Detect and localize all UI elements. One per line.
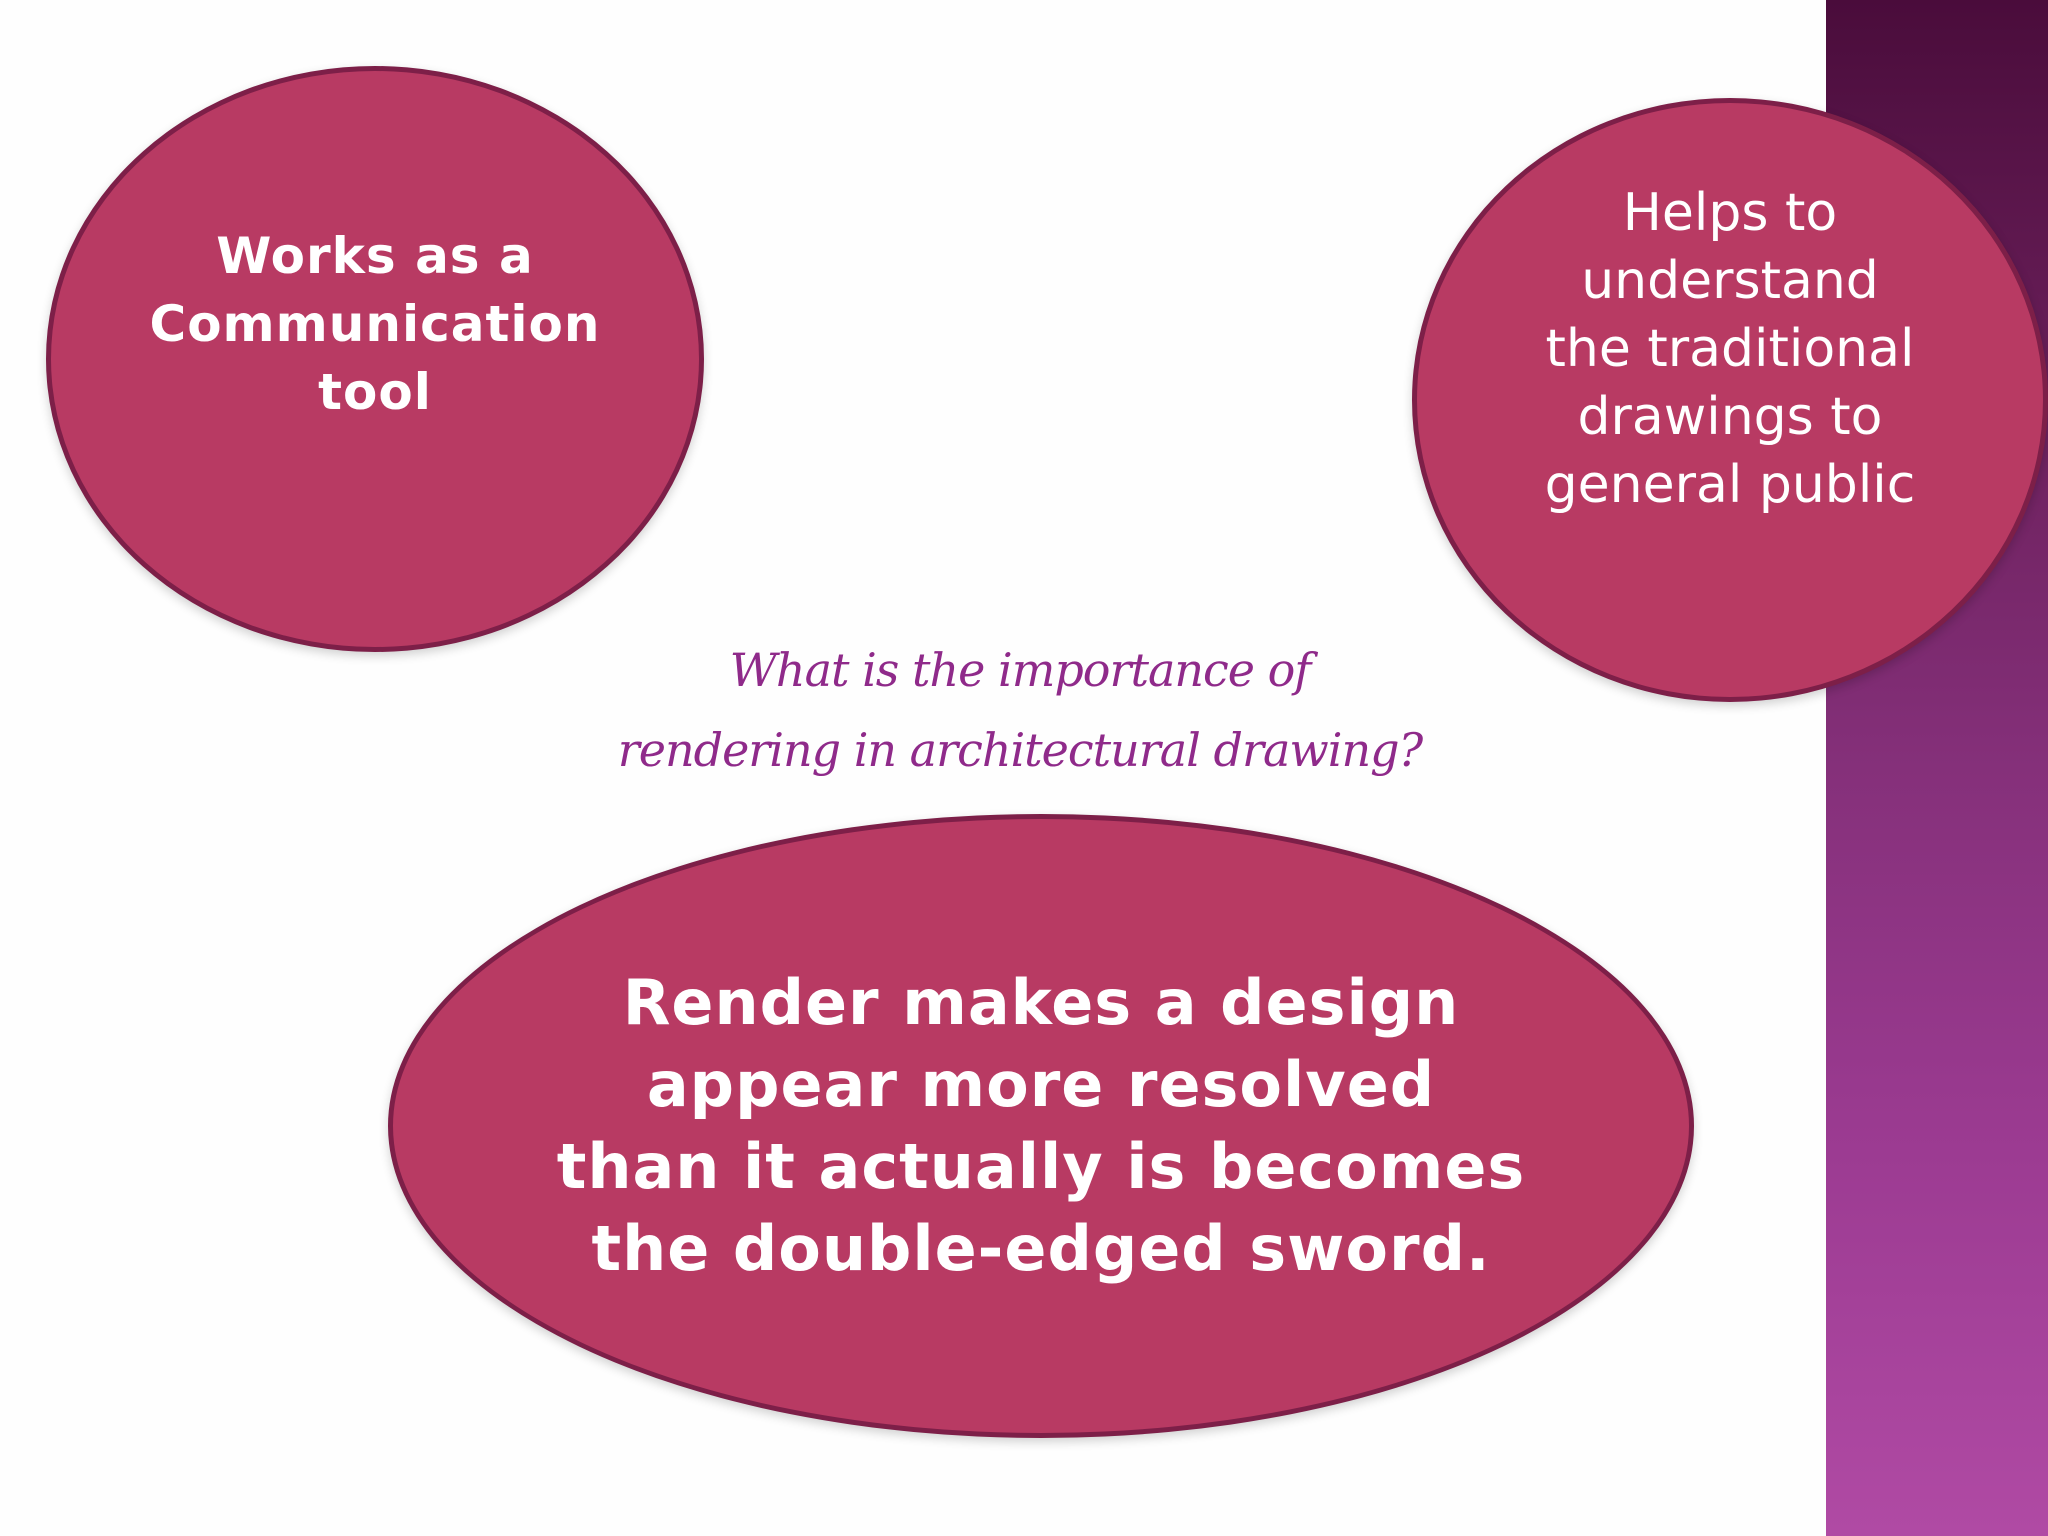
bubble-double-edged-text: Render makes a design appear more resolv… <box>556 966 1526 1285</box>
bubble-double-edged-sword: Render makes a design appear more resolv… <box>388 814 1694 1438</box>
bubble-understanding: Helps to understand the traditional draw… <box>1412 98 2048 702</box>
bubble-understanding-text: Helps to understand the traditional draw… <box>1544 183 1916 515</box>
bubble-communication-text: Works as a Communication tool <box>149 227 601 421</box>
bubble-communication-tool: Works as a Communication tool <box>46 66 704 652</box>
central-question: What is the importance of rendering in a… <box>617 643 1423 777</box>
